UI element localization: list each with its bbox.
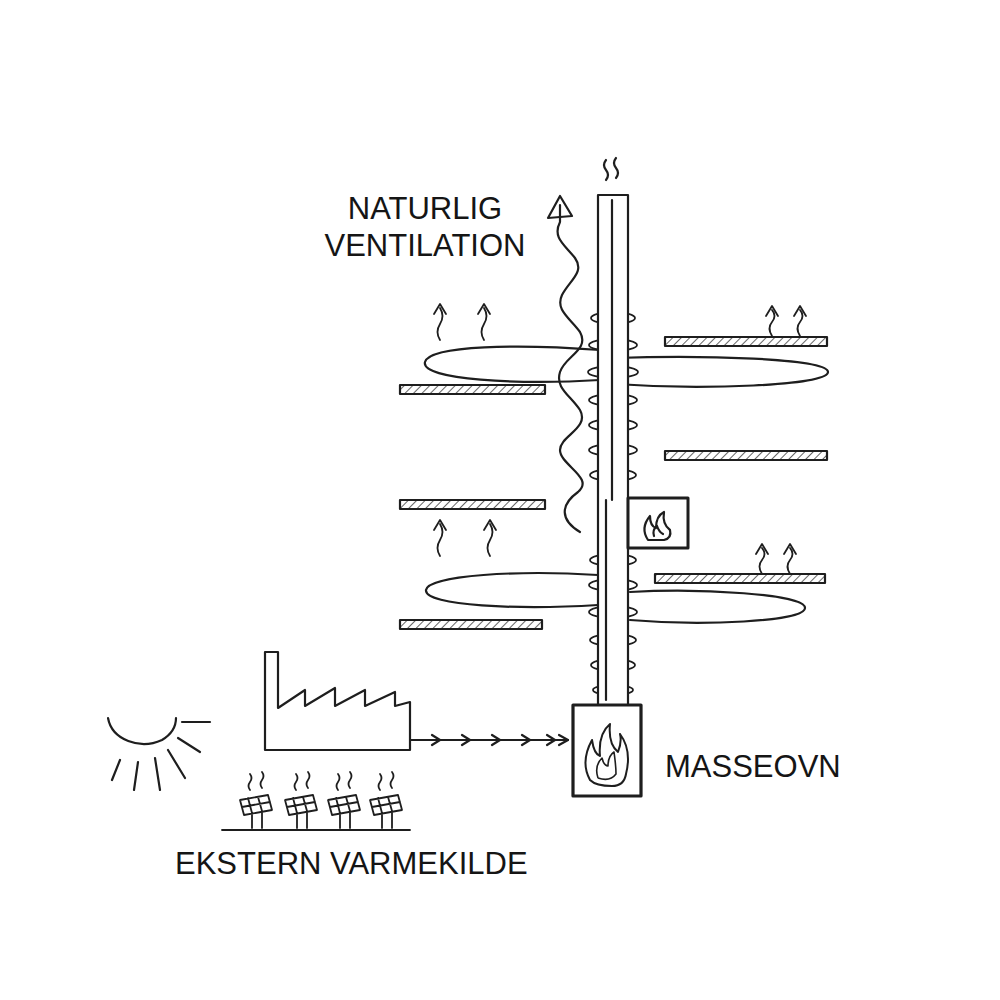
mass-stove: MASSEOVN: [568, 702, 847, 800]
node-label: EKSTERN VARMEKILDE: [175, 845, 528, 882]
chimney: [598, 158, 628, 707]
heat-source-group: EKSTERN VARMEKILDE: [100, 640, 534, 885]
stove-drawing: [568, 702, 648, 800]
factory-icon: [265, 652, 542, 750]
heat-flow-arrow: [534, 735, 568, 745]
small-stove: [628, 498, 688, 548]
solar-panel-houses: [222, 772, 410, 830]
annotation-label: NATURLIG VENTILATION: [300, 190, 550, 264]
sun-icon: [108, 718, 210, 790]
rising-air-arrow: [434, 304, 806, 574]
node-label: MASSEOVN: [665, 748, 841, 785]
ventilation-arrow: [548, 196, 583, 532]
